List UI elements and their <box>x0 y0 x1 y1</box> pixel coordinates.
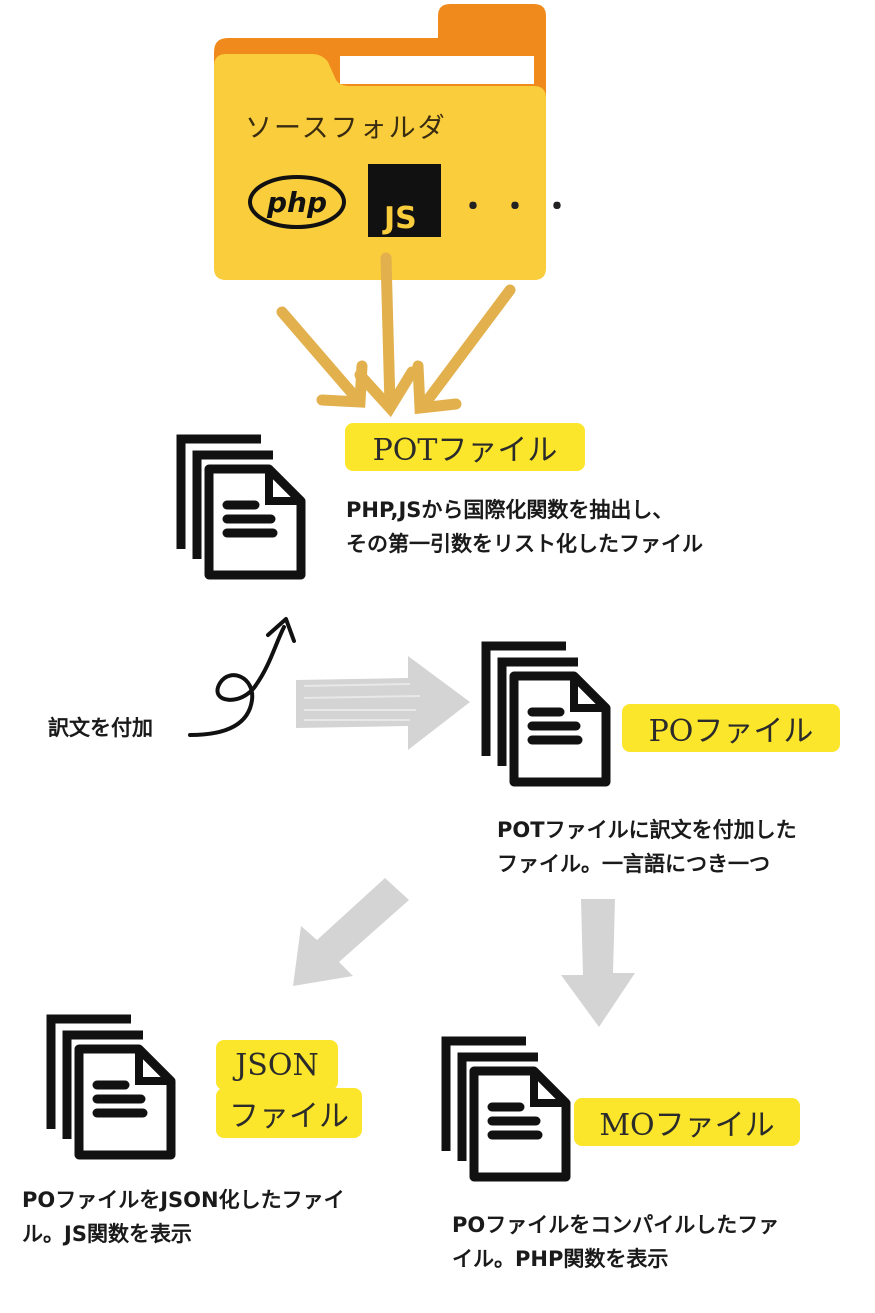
po-to-json-arrow <box>293 878 409 986</box>
po-description: POTファイルに訳文を付加した ファイル。一言語につき一つ <box>497 813 797 881</box>
pot-desc-line1: PHP,JSから国際化関数を抽出し、 <box>346 498 674 522</box>
folder-title: ソースフォルダ <box>245 113 447 144</box>
pot-desc-line2: その第一引数をリスト化したファイル <box>346 532 703 556</box>
php-logo-text: php <box>266 186 327 219</box>
pot-to-po-arrow <box>296 656 470 750</box>
add-translation-label: 訳文を付加 <box>48 716 153 740</box>
po-to-mo-arrow <box>561 899 635 1027</box>
po-desc-line1: POTファイルに訳文を付加した <box>497 818 797 842</box>
pot-document-icon <box>176 434 306 580</box>
mo-desc-line2: イル。PHP関数を表示 <box>452 1247 669 1271</box>
mo-document-icon <box>441 1036 571 1182</box>
po-desc-line2: ファイル。一言語につき一つ <box>497 852 770 876</box>
folder-paper <box>340 56 534 84</box>
folder-to-pot-arrows <box>276 252 516 418</box>
json-document-icon <box>46 1014 176 1160</box>
json-desc-line2: ル。JS関数を表示 <box>22 1222 192 1246</box>
translate-curl-arrow <box>188 617 296 737</box>
json-file-label-line2: ファイル <box>216 1088 362 1138</box>
php-logo: php <box>248 175 346 229</box>
po-document-icon <box>481 641 611 787</box>
mo-desc-line1: POファイルをコンパイルしたファ <box>452 1213 780 1237</box>
js-logo-text: JS <box>382 201 417 236</box>
json-file-label-line1: JSON <box>216 1040 338 1090</box>
more-dots: ・・・ <box>458 190 584 225</box>
mo-description: POファイルをコンパイルしたファ イル。PHP関数を表示 <box>452 1208 779 1276</box>
mo-file-label: MOファイル <box>574 1098 800 1146</box>
source-folder: php JS <box>214 4 546 280</box>
pot-description: PHP,JSから国際化関数を抽出し、 その第一引数をリスト化したファイル <box>346 493 703 561</box>
js-logo <box>368 164 441 237</box>
pot-file-label: POTファイル <box>345 423 585 471</box>
json-desc-line1: POファイルをJSON化したファイ <box>22 1188 345 1212</box>
po-file-label: POファイル <box>622 704 840 752</box>
json-description: POファイルをJSON化したファイ ル。JS関数を表示 <box>22 1183 345 1251</box>
